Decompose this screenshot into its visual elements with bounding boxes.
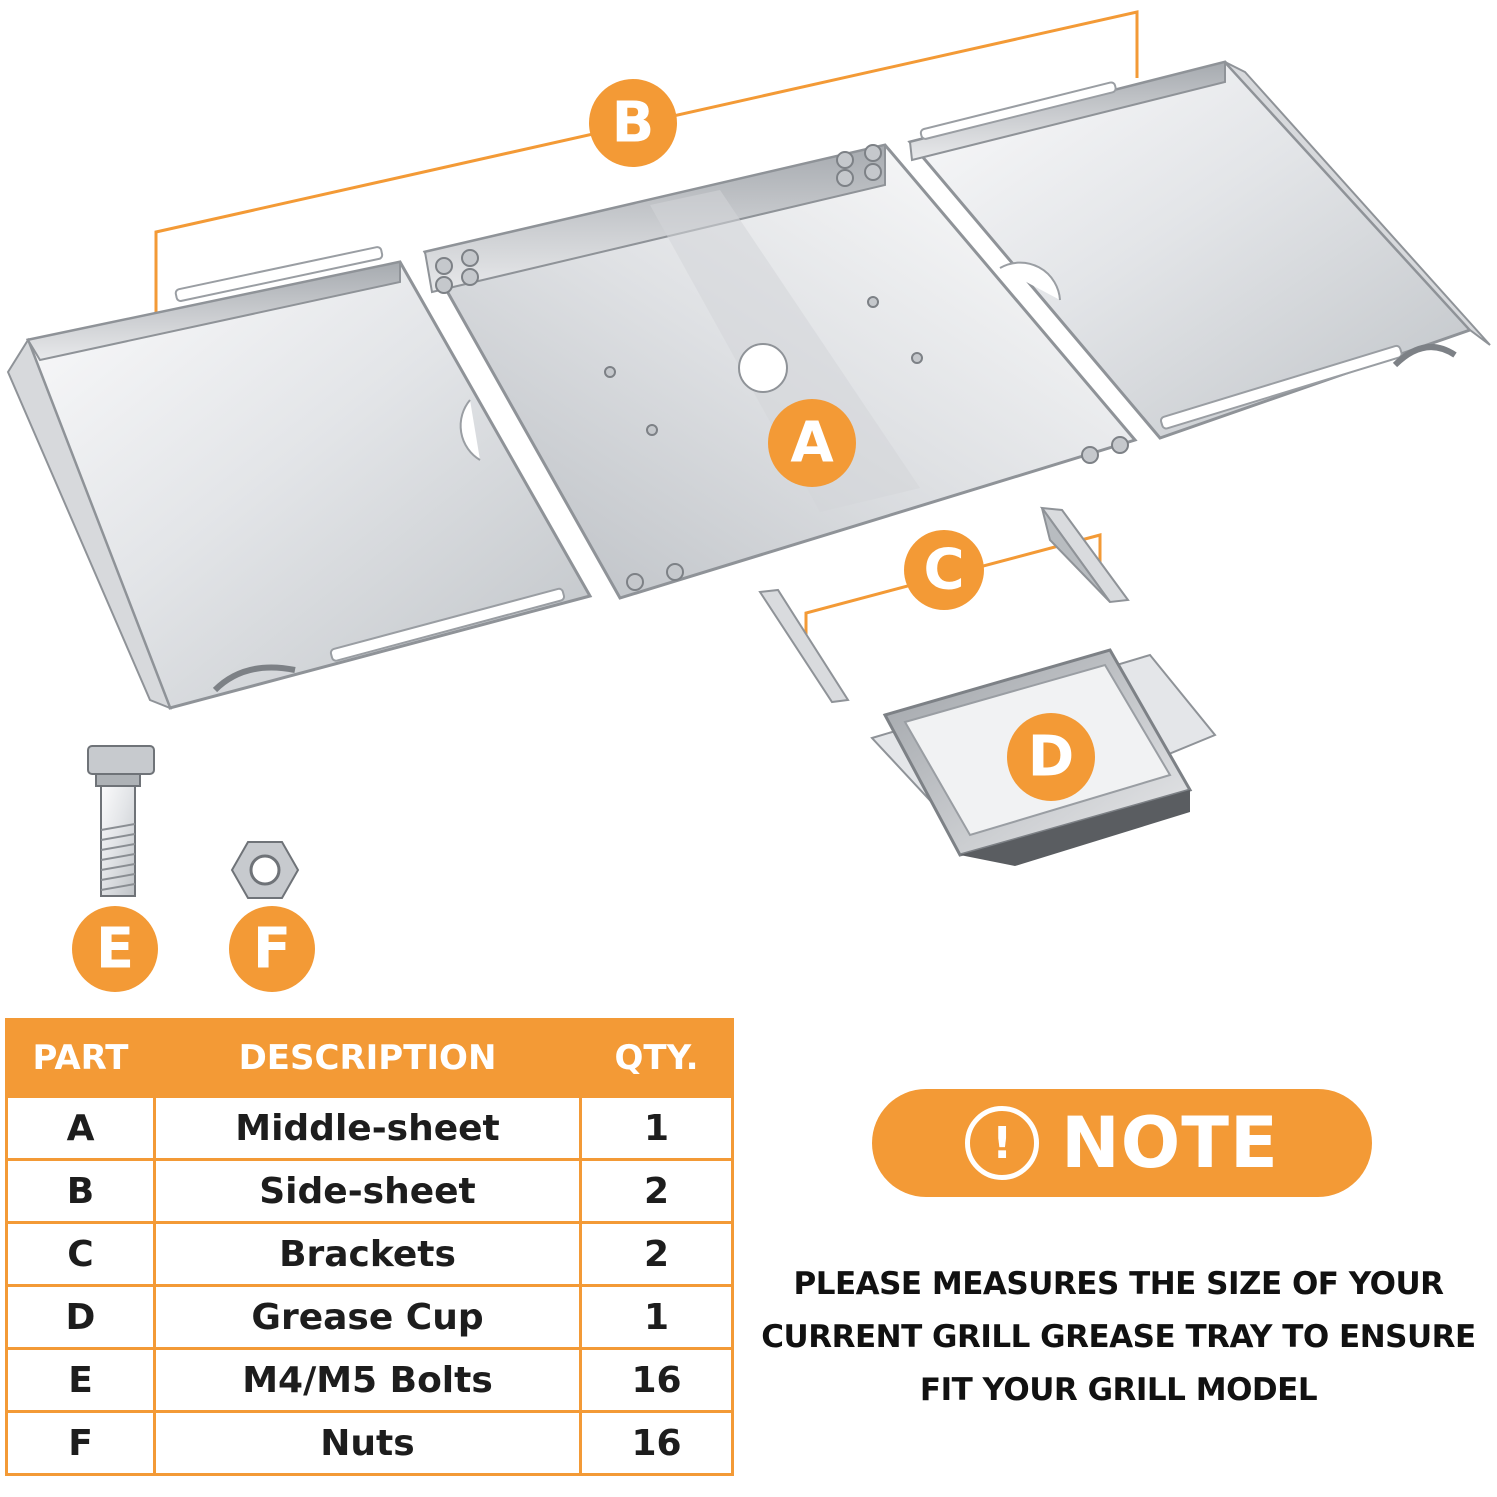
label-badge-f: F [229,906,315,992]
label-badge-a: A [768,399,856,487]
table-row: C Brackets 2 [5,1221,734,1287]
svg-text:E: E [96,917,134,982]
cell-description: Brackets [153,1221,582,1287]
cell-part: E [5,1347,156,1413]
table-row: F Nuts 16 [5,1410,734,1476]
cell-part: F [5,1410,156,1476]
table-row: E M4/M5 Bolts 16 [5,1347,734,1413]
svg-text:F: F [253,917,291,982]
cell-description: M4/M5 Bolts [153,1347,582,1413]
label-badge-d: D [1007,713,1095,801]
label-badge-c: C [904,530,984,610]
nut-icon [230,841,300,899]
note-text: PLEASE MEASURES THE SIZE OF YOUR CURRENT… [740,1258,1497,1417]
cell-qty: 16 [579,1410,734,1476]
header-description: DESCRIPTION [153,1018,582,1098]
bracket-left [758,588,850,704]
label-badge-b: B [589,79,677,167]
cell-part: C [5,1221,156,1287]
cell-qty: 16 [579,1347,734,1413]
exclamation-icon: ! [965,1106,1040,1180]
cell-description: Middle-sheet [153,1095,582,1161]
cell-qty: 1 [579,1095,734,1161]
bracket-right [1039,506,1130,604]
note-line: PLEASE MEASURES THE SIZE OF YOUR [793,1266,1444,1302]
cell-part: D [5,1284,156,1350]
header-part: PART [5,1018,156,1098]
table-row: A Middle-sheet 1 [5,1095,734,1161]
cell-description: Side-sheet [153,1158,582,1224]
note-line: CURRENT GRILL GREASE TRAY TO ENSURE [761,1319,1476,1355]
svg-text:D: D [1028,725,1074,790]
svg-text:A: A [790,411,834,476]
note-line: FIT YOUR GRILL MODEL [919,1372,1318,1408]
bolt-icon [87,745,155,897]
label-badge-e: E [72,906,158,992]
side-sheet-left [6,246,593,710]
table-header-row: PART DESCRIPTION QTY. [5,1018,734,1098]
cell-description: Grease Cup [153,1284,582,1350]
table-row: D Grease Cup 1 [5,1284,734,1350]
cell-qty: 2 [579,1221,734,1287]
cell-part: A [5,1095,156,1161]
cell-qty: 2 [579,1158,734,1224]
side-sheet-right [907,60,1491,440]
note-title: NOTE [1061,1102,1279,1184]
cell-description: Nuts [153,1410,582,1476]
cell-part: B [5,1158,156,1224]
table-row: B Side-sheet 2 [5,1158,734,1224]
header-qty: QTY. [579,1018,734,1098]
svg-text:B: B [612,91,655,156]
svg-text:C: C [923,538,964,603]
cell-qty: 1 [579,1284,734,1350]
parts-table: PART DESCRIPTION QTY. A Middle-sheet 1 B… [5,1018,734,1476]
parts-illustration: B A C D E F [6,10,1491,992]
note-banner: ! NOTE [872,1089,1372,1197]
